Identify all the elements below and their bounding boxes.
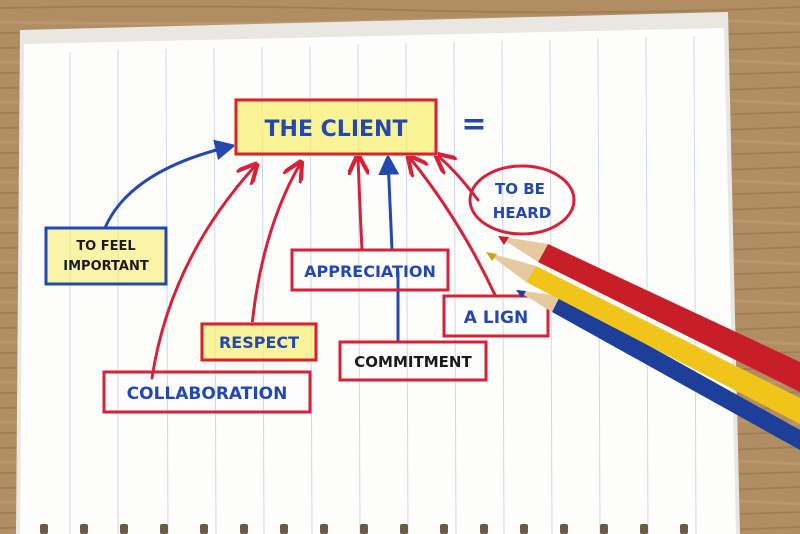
- red-pencil: [498, 236, 800, 392]
- appreciation-label: APPRECIATION: [304, 262, 436, 281]
- node-to-be-heard: TO BE HEARD: [468, 164, 576, 236]
- to-be-heard-line1: TO BE: [495, 180, 545, 198]
- to-feel-important-line2: IMPORTANT: [63, 259, 149, 274]
- arrow-feel-important: [103, 139, 237, 230]
- node-align: A LIGN: [442, 294, 550, 338]
- blue-pencil: [516, 290, 800, 450]
- equals-sign: =: [461, 107, 486, 142]
- colored-pencils: [486, 236, 800, 450]
- node-commitment: COMMITMENT: [338, 340, 488, 382]
- spiral-binding: [40, 524, 688, 534]
- commitment-label: COMMITMENT: [354, 353, 472, 371]
- arrow-commitment-top: [378, 153, 400, 252]
- arrow-collaboration: [150, 166, 255, 380]
- the-client-label: THE CLIENT: [265, 117, 408, 142]
- to-feel-important-line1: TO FEEL: [76, 239, 135, 254]
- node-the-client: THE CLIENT: [234, 98, 438, 156]
- align-label: A LIGN: [464, 308, 528, 328]
- arrow-appreciation: [358, 158, 362, 252]
- node-collaboration: COLLABORATION: [102, 370, 312, 414]
- respect-label: RESPECT: [219, 333, 299, 352]
- yellow-pencil: [486, 252, 800, 424]
- node-respect: RESPECT: [200, 322, 318, 362]
- to-be-heard-line2: HEARD: [493, 204, 551, 222]
- arrow-heard: [438, 156, 480, 202]
- arrow-respect: [250, 164, 300, 327]
- collaboration-label: COLLABORATION: [127, 384, 288, 404]
- diagram-arrows: [103, 139, 497, 380]
- arrow-align: [410, 158, 497, 297]
- node-appreciation: APPRECIATION: [290, 248, 450, 292]
- node-to-feel-important: TO FEEL IMPORTANT: [44, 226, 168, 286]
